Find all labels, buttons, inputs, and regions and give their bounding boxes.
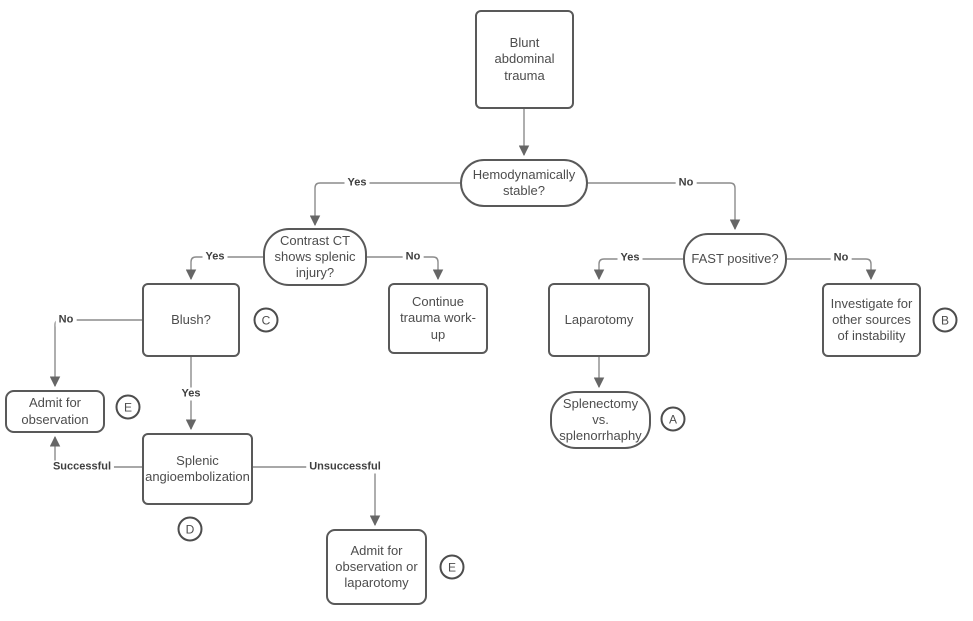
edge-contrast-no [367,256,444,281]
badge-b: B [932,307,958,333]
edge-label-contrast-yes: Yes [202,250,228,264]
node-admit-observation-or-laparotomy: Admit for observation or laparotomy [326,529,427,605]
edge-label-hemo-yes: Yes [344,176,370,190]
node-splenic-angioembolization: Splenic angioembolization [142,433,253,505]
badge-e-laparotomy: E [439,554,465,580]
node-blunt-abdominal-trauma: Blunt abdominal trauma [475,10,574,109]
badge-c: C [253,307,279,333]
edge-label-blush-no: No [55,313,77,327]
edge-blush-no [49,319,142,388]
badge-d: D [177,516,203,542]
edge-label-fast-no: No [830,251,852,265]
edge-fast-no [787,258,877,281]
node-admit-for-observation: Admit for observation [5,390,105,433]
node-laparotomy: Laparotomy [548,283,650,357]
badge-a: A [660,406,686,432]
edge-label-fast-yes: Yes [617,251,643,265]
edge-hemo-no [587,182,741,231]
edge-label-unsuccessful: Unsuccessful [306,460,384,474]
node-continue-trauma-workup: Continue trauma work-up [388,283,488,354]
node-investigate-other-sources: Investigate for other sources of instabi… [822,283,921,357]
node-fast-positive: FAST positive? [683,233,787,285]
edge-label-successful: Successful [49,460,115,474]
edge-hemo-yes [309,182,460,227]
badge-e-observation: E [115,394,141,420]
node-splenectomy-vs-splenorrhaphy: Splenectomy vs. splenorrhaphy [550,391,651,449]
edge-fast-yes [593,258,683,281]
edge-label-contrast-no: No [402,250,424,264]
node-contrast-ct-splenic-injury: Contrast CT shows splenic injury? [263,228,367,286]
node-hemodynamically-stable: Hemodynamically stable? [460,159,588,207]
edge-label-blush-yes: Yes [178,387,204,401]
edge-contrast-yes [185,256,263,281]
node-blush: Blush? [142,283,240,357]
edge-label-hemo-no: No [675,176,697,190]
edge-angio-unsuccessful [252,466,381,527]
